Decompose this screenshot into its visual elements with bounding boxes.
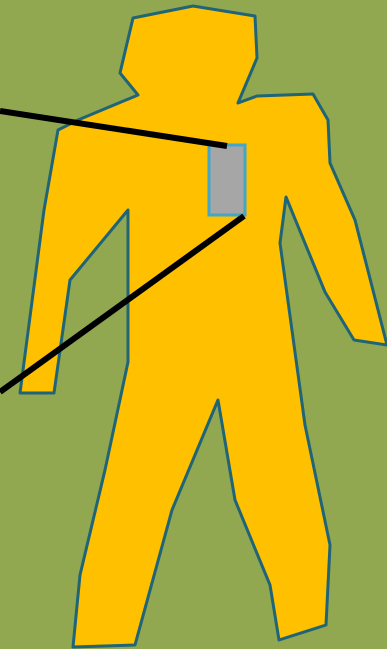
chest-device-box	[209, 145, 245, 215]
